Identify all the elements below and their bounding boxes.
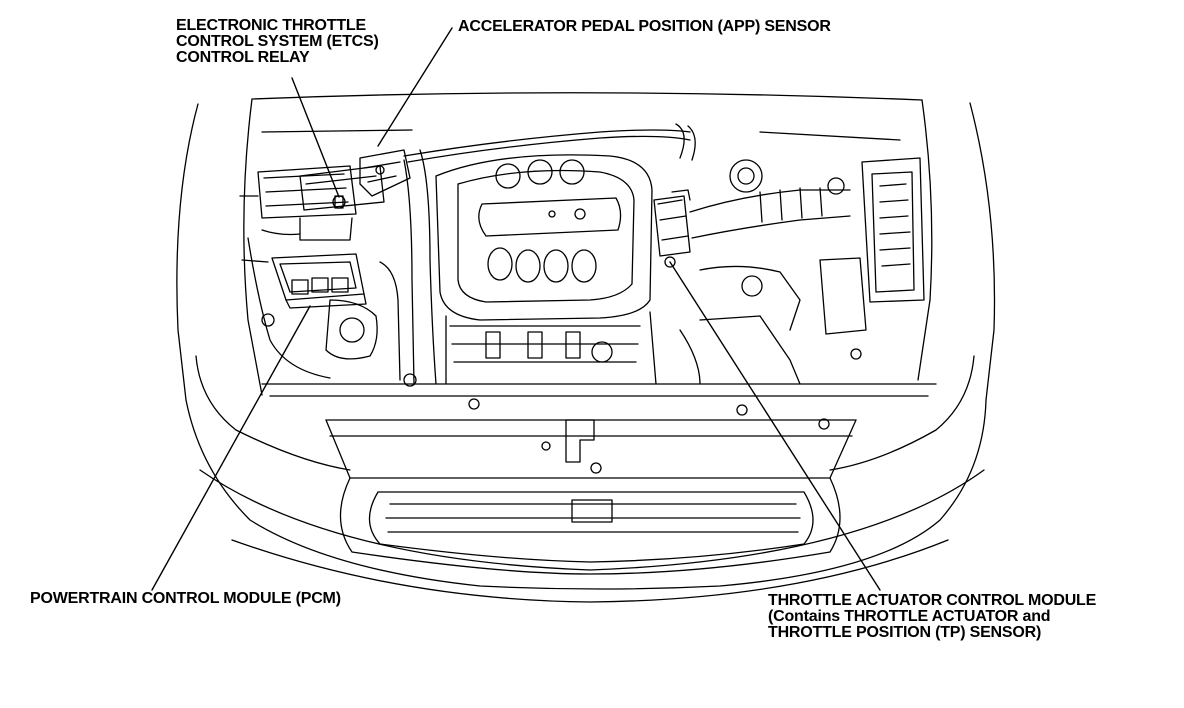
etcs-relay-label-line-1: ELECTRONIC THROTTLE: [176, 17, 366, 34]
hood-outline: [176, 92, 996, 401]
app-sensor-label: ACCELERATOR PEDAL POSITION (APP) SENSOR: [458, 19, 831, 35]
throttle-actuator-label-line-3: THROTTLE POSITION (TP) SENSOR): [768, 624, 1042, 641]
throttle-actuator-label: THROTTLE ACTUATOR CONTROL MODULE (Contai…: [768, 593, 1096, 641]
radiator-support: [261, 383, 937, 474]
etcs-relay-leader: [291, 77, 340, 198]
app-sensor-leader: [377, 27, 453, 147]
pcm-label: POWERTRAIN CONTROL MODULE (PCM): [30, 591, 341, 607]
air-intake-and-airbox: [679, 157, 925, 385]
app-sensor-label-line-1: ACCELERATOR PEDAL POSITION (APP) SENSOR: [458, 18, 831, 35]
bumper-and-grille: [185, 355, 987, 603]
throttle-actuator-label-line-2: (Contains THROTTLE ACTUATOR and: [768, 608, 1051, 625]
pcm-label-line-1: POWERTRAIN CONTROL MODULE (PCM): [30, 590, 341, 607]
app-sensor-component: [359, 123, 696, 197]
pcm-leader: [151, 305, 311, 591]
pcm-component: [271, 253, 367, 309]
callout-leaders: [151, 27, 881, 591]
throttle-actuator-leader: [669, 261, 881, 591]
left-bay-components: [239, 165, 417, 387]
etcs-relay-label: ELECTRONIC THROTTLE CONTROL SYSTEM (ETCS…: [176, 18, 379, 66]
throttle-actuator-component: [653, 189, 691, 268]
throttle-actuator-label-line-1: THROTTLE ACTUATOR CONTROL MODULE: [768, 592, 1097, 609]
etcs-relay-label-line-2: CONTROL SYSTEM (ETCS): [176, 33, 379, 50]
etcs-relay-label-line-3: CONTROL RELAY: [176, 49, 310, 66]
engine-intake-manifold: [403, 149, 657, 385]
